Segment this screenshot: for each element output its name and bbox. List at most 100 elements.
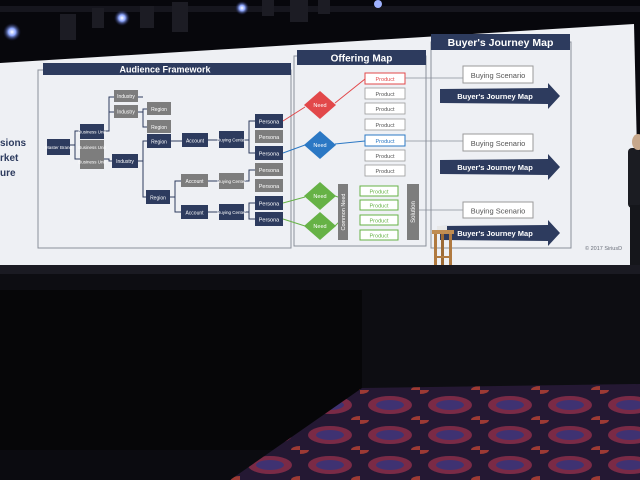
- wooden-stool: [432, 226, 454, 276]
- buying-center-box: [219, 173, 244, 189]
- region-box: [147, 120, 171, 133]
- journey-arrow: [440, 83, 560, 109]
- common-need-products: Product Product Product Product: [359, 185, 399, 241]
- journey-title: Buyer's Journey Map: [448, 37, 554, 49]
- persona-box: [255, 130, 283, 143]
- persona-label: Persona: [259, 120, 280, 126]
- buying-scenario-label: Buying Scenario: [471, 139, 526, 148]
- business-unit-label: Business Unit: [78, 130, 106, 135]
- solution-bar: [407, 184, 419, 240]
- buying-scenario-label: Buying Scenario: [471, 71, 526, 80]
- account-label: Account: [185, 211, 204, 217]
- slide-left-text: rket: [0, 153, 19, 164]
- industry-box: [112, 154, 138, 168]
- persona-box: [255, 212, 283, 226]
- product-box: [364, 164, 406, 177]
- product-box: [364, 149, 406, 162]
- journey-arrow-label: Buyer's Journey Map: [457, 92, 533, 101]
- need-label: Need: [313, 224, 326, 230]
- journey-connectors: [405, 77, 463, 211]
- account-box: [182, 133, 208, 147]
- business-unit-box: [80, 140, 104, 154]
- product-label: Product: [370, 204, 389, 210]
- offering-map-panel: Offering Map Need Need Need Need Product…: [282, 50, 427, 247]
- region-label: Region: [151, 107, 167, 113]
- account-label: Account: [186, 139, 205, 145]
- stage-panel: [0, 290, 362, 450]
- journey-arrow: [440, 154, 560, 180]
- journey-title-bar: [431, 34, 570, 50]
- product-box-blue: [364, 134, 406, 147]
- need-label: Need: [313, 194, 326, 200]
- need-diamond-red: [304, 91, 336, 119]
- product-label: Product: [376, 154, 395, 160]
- journey-arrow-label: Buyer's Journey Map: [457, 163, 533, 172]
- product-box-green: [359, 185, 399, 197]
- persona-label: Persona: [259, 218, 280, 224]
- master-brand-label: Master Brand: [45, 145, 73, 150]
- buying-scenario-label: Buying Scenario: [471, 207, 526, 216]
- industry-box: [114, 105, 138, 118]
- industry-label: Industry: [117, 94, 135, 100]
- audience-title: Audience Framework: [119, 65, 211, 75]
- region-label: Region: [150, 196, 166, 202]
- buying-center-box: [219, 131, 244, 148]
- account-box: [181, 205, 208, 219]
- offering-title: Offering Map: [331, 54, 393, 65]
- need-label: Need: [313, 103, 326, 109]
- region-box: [146, 190, 170, 204]
- common-need-label: Common Need: [341, 194, 347, 231]
- product-box-green: [359, 199, 399, 211]
- product-label: Product: [376, 169, 395, 175]
- offering-title-bar: [297, 50, 426, 65]
- industry-box: [114, 90, 138, 102]
- persona-box: [255, 196, 283, 210]
- copyright-text: © 2017 SiriusD: [585, 245, 622, 252]
- buying-scenario-box: [462, 65, 534, 84]
- audience-title-bar: [43, 63, 291, 75]
- buying-center-label: Buying Center: [217, 210, 246, 215]
- region-box: [147, 134, 171, 148]
- need-label: Need: [313, 143, 326, 149]
- persona-label: Persona: [259, 202, 280, 208]
- master-brand-box: [47, 139, 70, 155]
- stage-edge: [0, 265, 640, 274]
- journey-map-panel: Buyer's Journey Map Buying Scenario Buye…: [405, 34, 572, 249]
- product-label: Product: [376, 123, 395, 129]
- persona-label: Persona: [259, 135, 280, 141]
- common-need-bar: [338, 184, 348, 240]
- business-unit-box: [80, 124, 104, 139]
- region-label: Region: [151, 140, 167, 146]
- slide-left-text: sions: [0, 138, 27, 149]
- need-diamond-green: [304, 182, 336, 210]
- audience-framework-panel: Audience Framework Master Brand Business…: [37, 63, 292, 249]
- product-box-green: [359, 214, 399, 226]
- business-unit-label: Business Unit: [78, 145, 106, 150]
- product-label: Product: [376, 77, 395, 83]
- buying-scenario-box: [462, 201, 534, 219]
- spotlight: [114, 10, 130, 26]
- solution-label: Solution: [411, 201, 417, 223]
- persona-box: [255, 114, 283, 128]
- product-label: Product: [376, 92, 395, 98]
- presenter: [628, 134, 640, 275]
- product-box: [364, 87, 406, 100]
- region-label: Region: [151, 125, 167, 131]
- buying-center-box: [219, 204, 244, 220]
- products-column: Product Product Product Product Product …: [364, 72, 406, 177]
- slide-left-text: ure: [0, 168, 16, 179]
- spotlight: [235, 1, 249, 15]
- product-label: Product: [370, 234, 389, 240]
- audience-connectors: [70, 96, 255, 220]
- persona-label: Persona: [259, 184, 280, 190]
- persona-label: Persona: [259, 168, 280, 174]
- account-label: Account: [185, 179, 204, 185]
- need-diamond-green: [304, 212, 336, 240]
- business-unit-box: [80, 154, 104, 169]
- region-box: [147, 102, 171, 115]
- product-box: [364, 118, 406, 131]
- buying-center-label: Buying Center: [217, 179, 246, 184]
- product-label: Product: [376, 139, 395, 145]
- persona-box: [255, 163, 283, 176]
